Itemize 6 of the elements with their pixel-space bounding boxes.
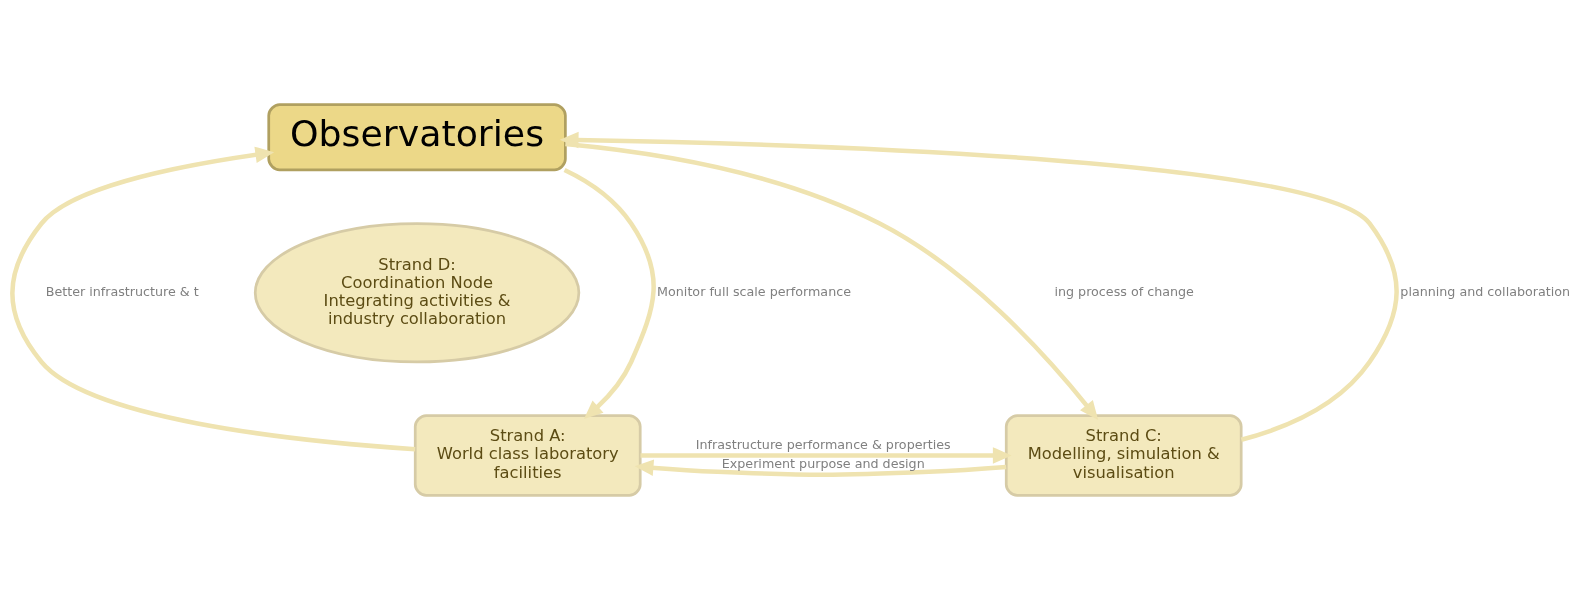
edge-label: Monitor full scale performance [657, 284, 851, 300]
edge-label: Infrastructure performance & properties [695, 437, 951, 453]
edge-label: ing process of change [1054, 284, 1194, 300]
edge-label: Experiment purpose and design [721, 456, 925, 472]
edge-label: planning and collaboration [1400, 284, 1571, 300]
edge-label: Better infrastructure & t [45, 284, 199, 300]
